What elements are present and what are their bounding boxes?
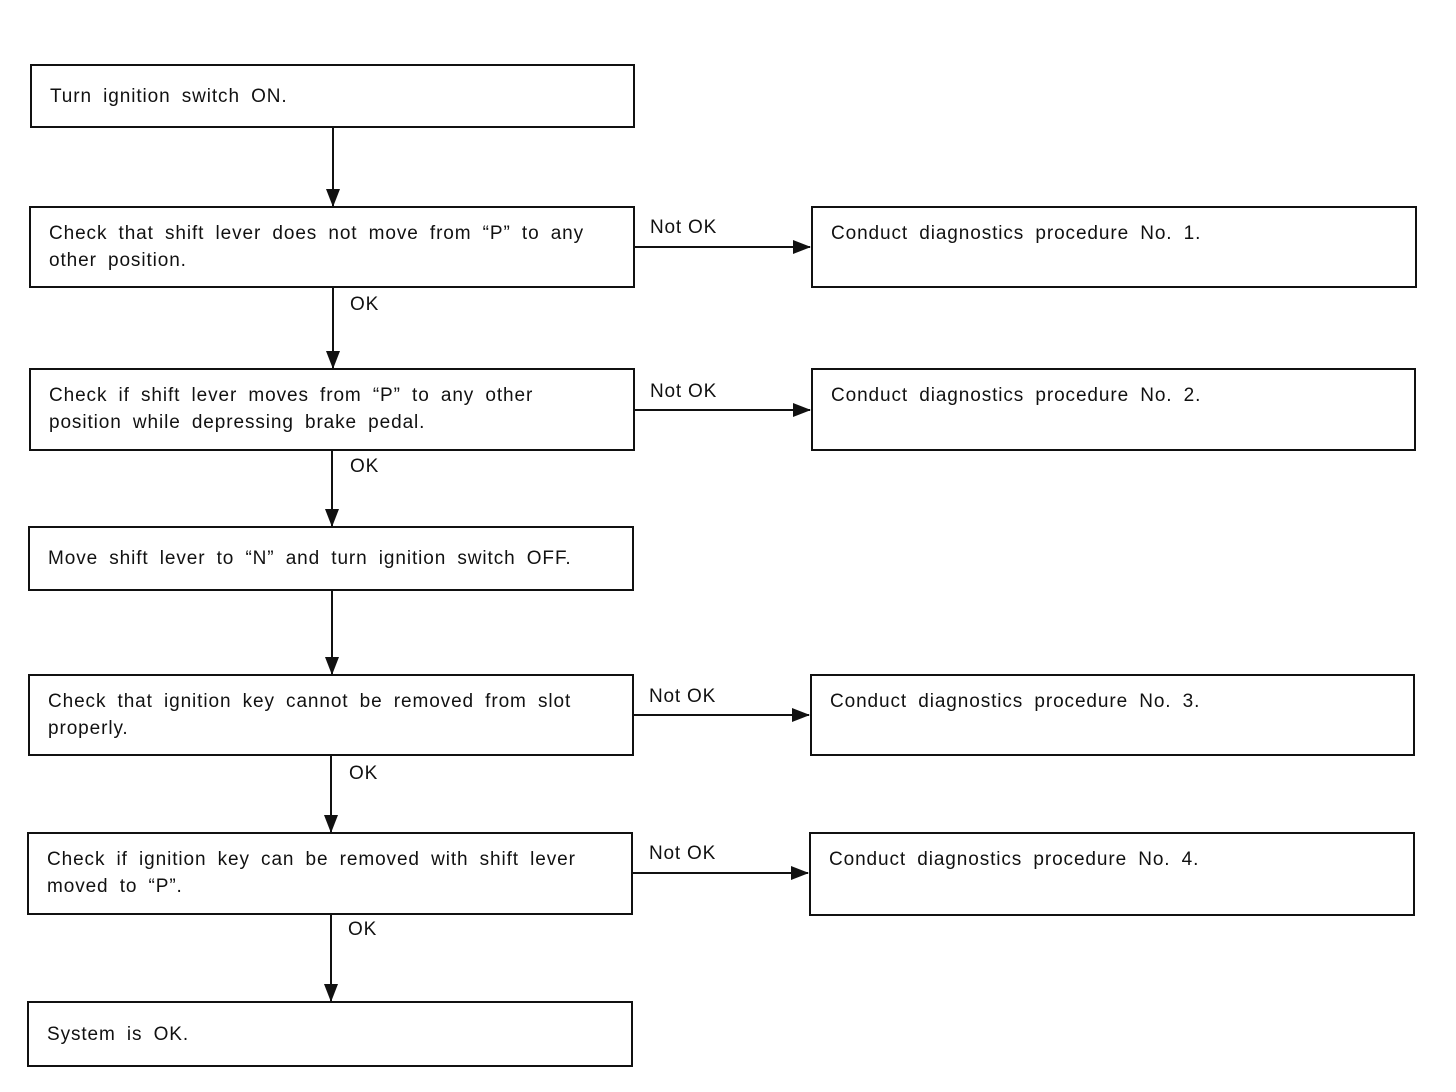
not-ok-label-step2: Not OK [650,217,718,238]
not-ok-label-step3: Not OK [650,381,718,402]
step-text: System is OK. [47,1023,190,1045]
procedure-no-4: Conduct diagnostics procedure No. 4. [809,832,1415,916]
step-check-shift-with-brake: Check if shift lever moves from “P” to a… [29,368,635,451]
not-ok-label-step6: Not OK [649,843,717,864]
step-turn-ignition-on: Turn ignition switch ON. [30,64,635,128]
step-text: Check that shift lever does not move fro… [49,223,585,271]
ok-label-step6: OK [348,919,378,940]
procedure-no-1: Conduct diagnostics procedure No. 1. [811,206,1417,288]
step-move-to-n-ignition-off: Move shift lever to “N” and turn ignitio… [28,526,634,591]
step-check-key-not-removable: Check that ignition key cannot be remove… [28,674,634,756]
step-check-shift-lever-locked: Check that shift lever does not move fro… [29,206,635,288]
step-check-key-removable-in-p: Check if ignition key can be removed wit… [27,832,633,915]
not-ok-label-step5: Not OK [649,686,717,707]
procedure-text: Conduct diagnostics procedure No. 1. [831,223,1202,244]
step-text: Check if ignition key can be removed wit… [47,849,576,897]
step-text: Check that ignition key cannot be remove… [48,691,572,739]
procedure-no-2: Conduct diagnostics procedure No. 2. [811,368,1416,451]
ok-label-step3: OK [350,456,380,477]
step-system-ok: System is OK. [27,1001,633,1067]
procedure-no-3: Conduct diagnostics procedure No. 3. [810,674,1415,756]
ok-label-step5: OK [349,763,379,784]
step-text: Move shift lever to “N” and turn ignitio… [48,548,572,569]
ok-label-step2: OK [350,294,380,315]
step-text: Turn ignition switch ON. [50,85,288,107]
procedure-text: Conduct diagnostics procedure No. 2. [831,385,1202,406]
procedure-text: Conduct diagnostics procedure No. 4. [829,849,1200,870]
step-text: Check if shift lever moves from “P” to a… [49,385,534,433]
procedure-text: Conduct diagnostics procedure No. 3. [830,691,1201,712]
